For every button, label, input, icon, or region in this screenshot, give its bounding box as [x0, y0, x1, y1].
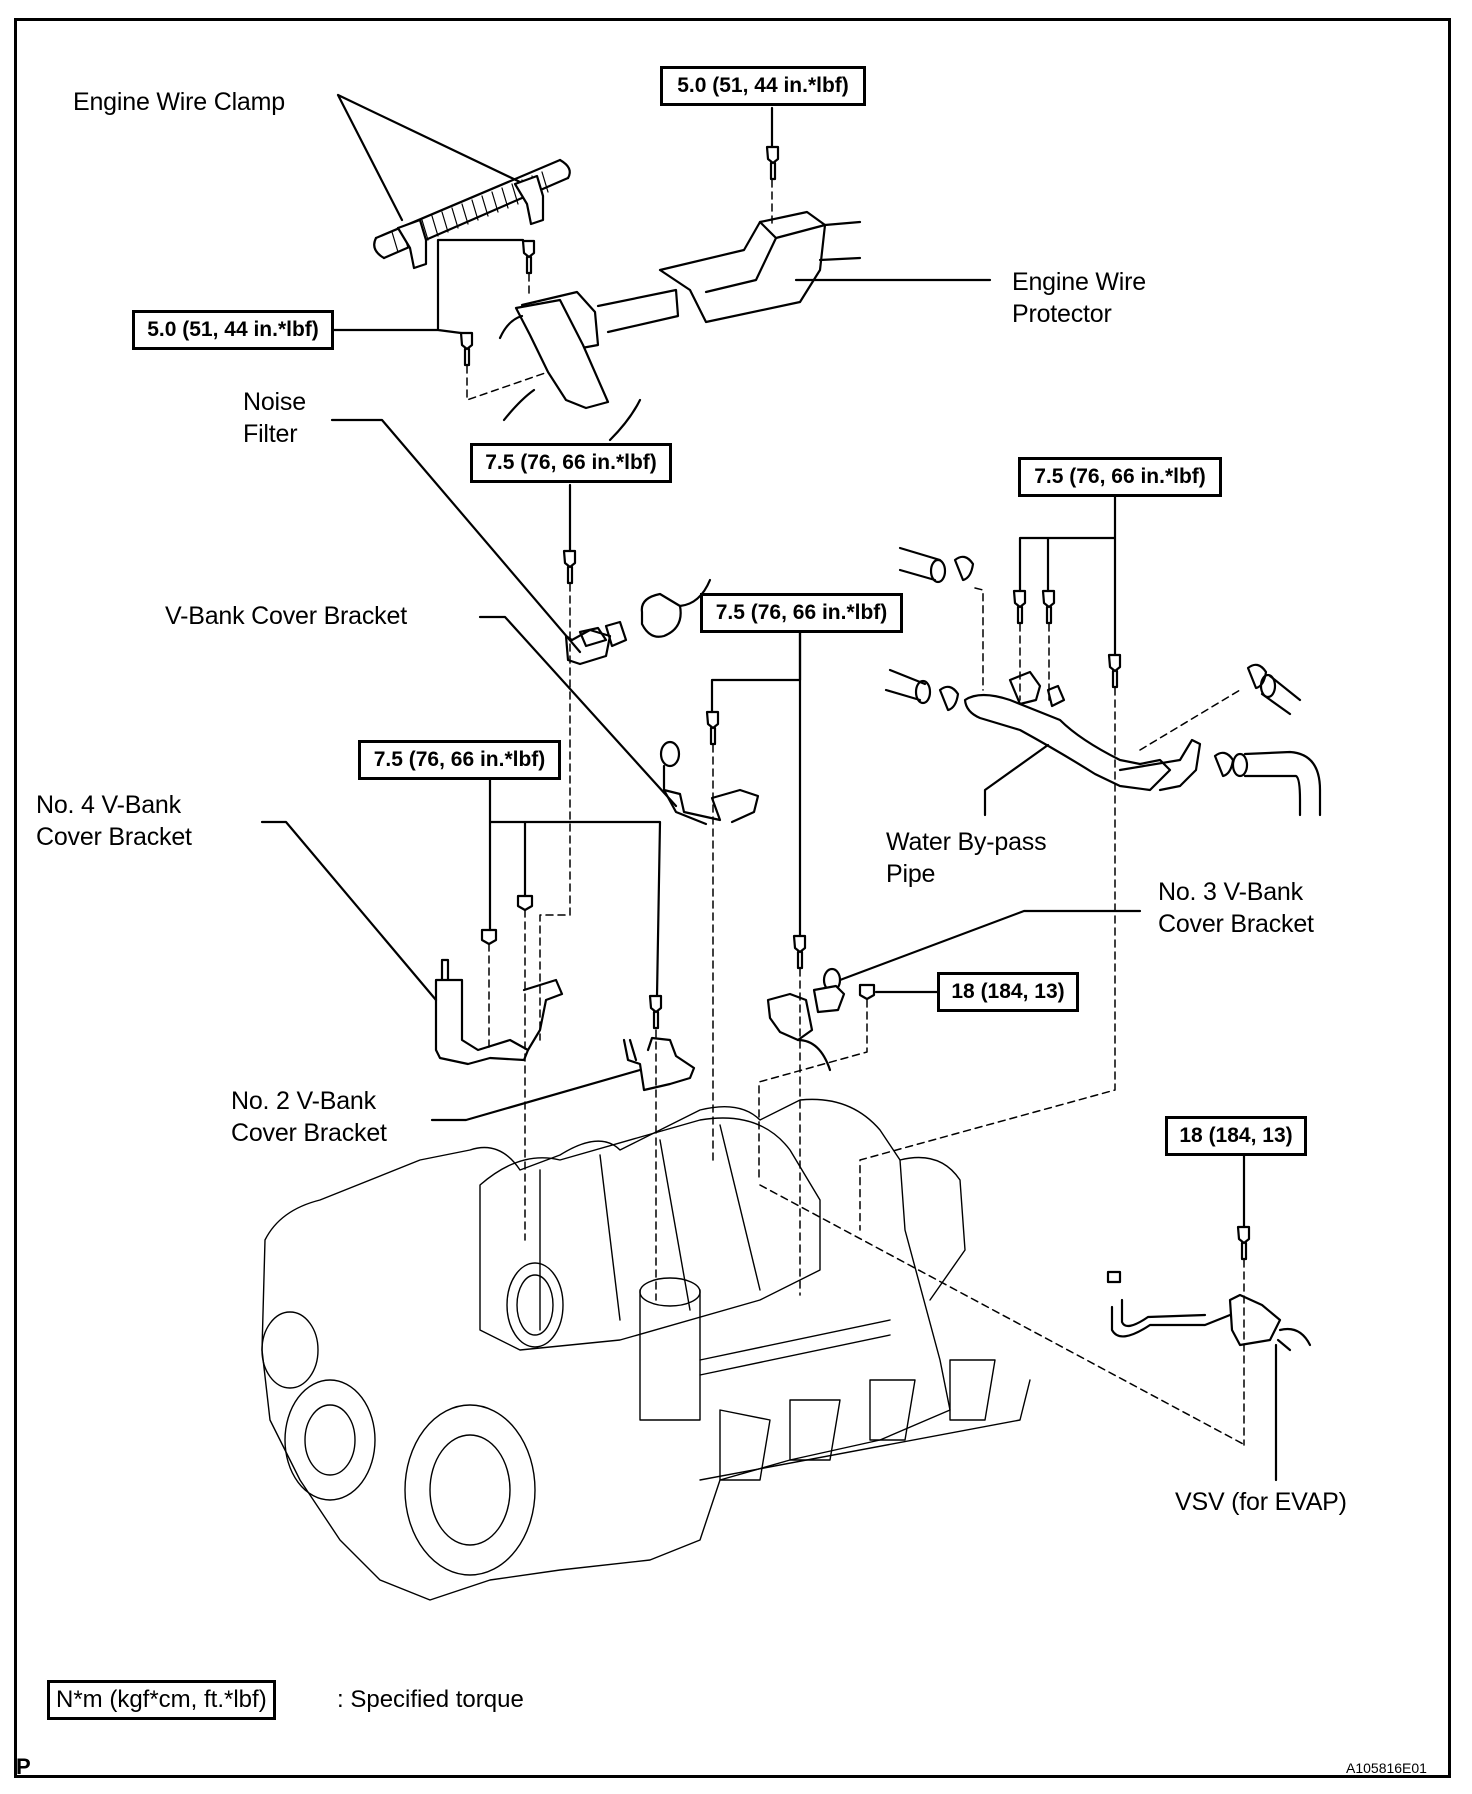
nut-icon: [858, 983, 876, 1001]
no3-v-bank-cover-bracket-icon: [766, 967, 846, 1072]
label-line: Noise: [243, 388, 306, 416]
engine-block-icon: [261, 1098, 1031, 1601]
v-bank-cover-bracket-icon: [659, 740, 760, 826]
no2-v-bank-cover-bracket-icon: [622, 1036, 696, 1092]
label-line: Water By-pass: [886, 828, 1047, 856]
no3-bracket-leader-line: [838, 909, 1142, 982]
noise-filter-leader-line: [330, 418, 582, 654]
water-bypass-leader-line: [983, 743, 1050, 817]
torque-leader: [488, 778, 662, 998]
torque-spec-protector-left: 5.0 (51, 44 in.*lbf): [132, 310, 334, 350]
torque-leader: [1018, 495, 1117, 657]
label-vsv-for-evap: VSV (for EVAP): [1175, 1488, 1347, 1516]
no4-bracket-leader-line: [260, 820, 438, 1002]
engine-wire-protector-icon: [498, 210, 862, 442]
figure-code: A105816E01: [1346, 1760, 1427, 1776]
label-line: Cover Bracket: [231, 1119, 387, 1147]
torque-spec-no3-bracket-nut: 18 (184, 13): [937, 972, 1079, 1012]
label-no3-v-bank-cover-bracket: No. 3 V-Bank Cover Bracket: [1158, 876, 1314, 940]
label-line: No. 3 V-Bank: [1158, 878, 1303, 906]
bolt-icon: [1012, 589, 1122, 689]
torque-leader: [710, 631, 802, 714]
bolt-icon: [705, 710, 720, 746]
torque-spec-water-bypass: 7.5 (76, 66 in.*lbf): [1018, 457, 1222, 497]
legend-unit-box: N*m (kgf*cm, ft.*lbf): [47, 1680, 276, 1720]
label-line: Cover Bracket: [36, 823, 192, 851]
bolt-icon: [648, 994, 663, 1030]
torque-spec-center-bracket: 7.5 (76, 66 in.*lbf): [700, 593, 903, 633]
clamp-leader-line: [336, 93, 522, 222]
water-bypass-pipe-icon: [884, 546, 1322, 817]
connector-icon: [640, 578, 712, 638]
torque-spec-no4-no2-brackets: 7.5 (76, 66 in.*lbf): [358, 740, 561, 780]
label-v-bank-cover-bracket: V-Bank Cover Bracket: [165, 602, 407, 630]
bolt-icon: [1236, 1225, 1251, 1261]
label-line: Engine Wire: [1012, 268, 1146, 296]
label-water-bypass-pipe: Water By-pass Pipe: [886, 826, 1047, 890]
page-marker: P: [16, 1754, 31, 1779]
torque-spec-protector-top: 5.0 (51, 44 in.*lbf): [660, 66, 866, 106]
torque-spec-noise-filter: 7.5 (76, 66 in.*lbf): [470, 443, 672, 483]
label-line: Filter: [243, 420, 298, 448]
nut-icon: [480, 894, 534, 946]
label-no4-v-bank-cover-bracket: No. 4 V-Bank Cover Bracket: [36, 789, 192, 853]
engine-wire-clamp-icon: [396, 174, 545, 270]
label-noise-filter: Noise Filter: [243, 386, 306, 450]
torque-spec-vsv: 18 (184, 13): [1165, 1116, 1307, 1156]
label-engine-wire-protector: Engine Wire Protector: [1012, 266, 1146, 330]
label-line: Protector: [1012, 300, 1112, 328]
label-no2-v-bank-cover-bracket: No. 2 V-Bank Cover Bracket: [231, 1085, 387, 1149]
torque-leader: [331, 238, 525, 335]
label-line: No. 4 V-Bank: [36, 791, 181, 819]
bolt-icon: [765, 145, 780, 181]
bolt-icon: [562, 549, 577, 585]
label-line: No. 2 V-Bank: [231, 1087, 376, 1115]
vsv-icon: [1106, 1270, 1312, 1352]
label-line: Cover Bracket: [1158, 910, 1314, 938]
bolt-icon: [792, 934, 807, 970]
bolt-icon: [459, 239, 536, 367]
diagram-frame: [14, 18, 1451, 1778]
no2-bracket-leader-line: [430, 1068, 642, 1122]
label-line: Pipe: [886, 860, 936, 888]
noise-filter-icon: [564, 620, 628, 666]
no4-v-bank-cover-bracket-icon: [434, 958, 564, 1066]
v-bank-bracket-leader-line: [478, 615, 678, 808]
legend-description: : Specified torque: [337, 1686, 524, 1713]
label-engine-wire-clamp: Engine Wire Clamp: [73, 88, 285, 116]
